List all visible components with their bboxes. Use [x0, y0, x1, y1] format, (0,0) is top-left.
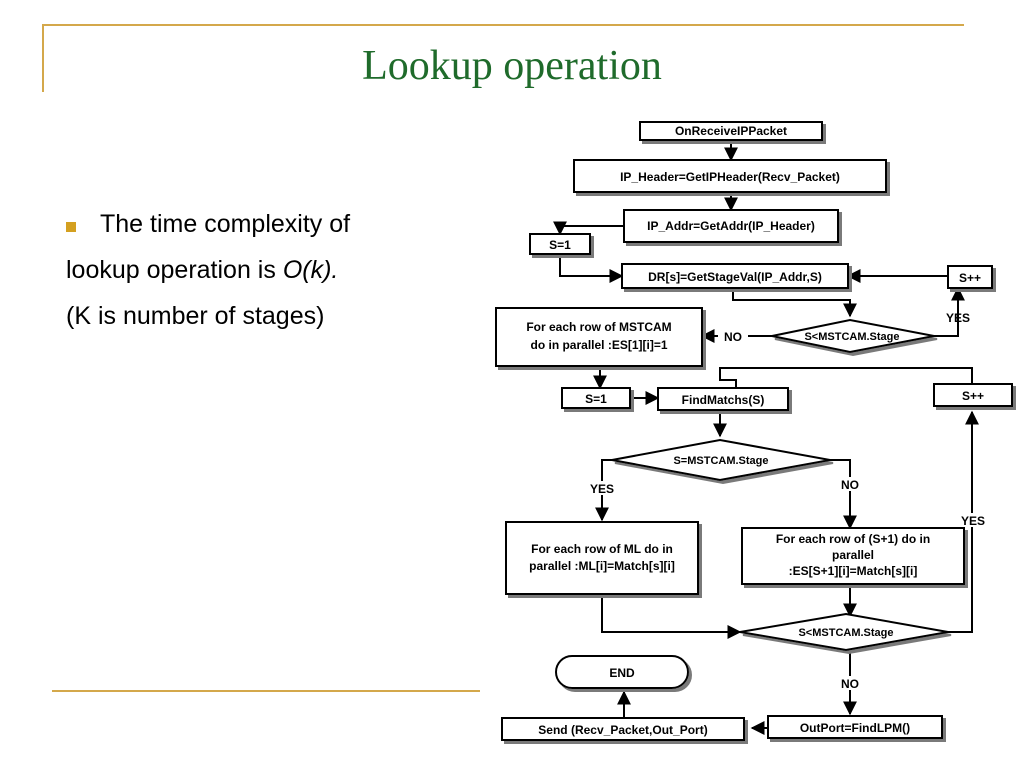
- label-bg-no-2: [838, 477, 862, 491]
- box-on-receive: [639, 121, 823, 141]
- arrow-ml-to-decision3: [601, 594, 742, 639]
- box-ml-parallel: [505, 521, 699, 595]
- text-s-inc-1: S++: [959, 271, 981, 285]
- terminal-end: [555, 655, 689, 689]
- text-on-receive: OnReceiveIPPacket: [675, 124, 787, 138]
- text-find-matchs: FindMatchs(S): [682, 393, 765, 407]
- frame-top-rule: [42, 24, 964, 26]
- label-yes-2: YES: [590, 482, 614, 496]
- arrow-stageval-to-decision1: [732, 288, 857, 318]
- frame-left-rule: [42, 24, 44, 92]
- label-yes-3: YES: [961, 514, 985, 528]
- box-s-init-2: [561, 387, 631, 409]
- diamond-decision-2: [611, 438, 831, 482]
- arrow-decision3-yes: [948, 410, 979, 633]
- box-get-stage-val: [621, 263, 849, 289]
- bullet-line-2-prefix: lookup operation is: [66, 256, 283, 284]
- label-bg-yes-2: [586, 481, 620, 495]
- text-get-header: IP_Header=GetIPHeader(Recv_Packet): [620, 170, 840, 184]
- box-out-port: [767, 715, 943, 739]
- text-out-port: OutPort=FindLPM(): [800, 721, 910, 735]
- label-bg-yes-3: [956, 513, 990, 527]
- bullet-line-1: The time complexity of: [100, 210, 351, 238]
- box-s-inc-1: [947, 265, 993, 289]
- arrow-s1-to-stageval: [559, 254, 624, 283]
- label-bg-no-1: [718, 329, 748, 343]
- arrow-sinc2-to-findmatch: [719, 367, 973, 390]
- text-decision-1: S<MSTCAM.Stage: [804, 331, 899, 343]
- label-no-3: NO: [841, 677, 859, 691]
- complexity-math: O(k).: [282, 256, 339, 284]
- bullet-line-3: (K is number of stages): [66, 302, 325, 330]
- text-mstcam-line-1: For each row of MSTCAM: [526, 320, 671, 334]
- text-es-line-1: For each row of (S+1) do in: [776, 532, 930, 546]
- text-mstcam-line-2: do in parallel :ES[1][i]=1: [530, 338, 667, 352]
- text-s-init-2: S=1: [585, 392, 607, 406]
- text-s-init-1: S=1: [549, 238, 571, 252]
- text-es-line-3: :ES[S+1][i]=Match[s][i]: [789, 564, 918, 578]
- label-yes-1: YES: [946, 311, 970, 325]
- flow-boxes: [495, 121, 1013, 741]
- flow-edge-labels: NO YES YES NO YES NO: [586, 311, 990, 691]
- text-get-stage-val: DR[s]=GetStageVal(IP_Addr,S): [648, 270, 822, 284]
- arrow-decision1-yes: [934, 286, 965, 337]
- bullet-line-2: lookup operation is O(k).: [66, 256, 338, 285]
- text-ml-line-1: For each row of ML do in: [531, 542, 673, 556]
- box-get-header: [573, 159, 887, 193]
- text-es-line-2: parallel: [832, 548, 874, 562]
- box-send: [501, 717, 745, 741]
- text-send: Send (Recv_Packet,Out_Port): [538, 723, 707, 737]
- text-end: END: [609, 666, 635, 680]
- flow-decisions: [555, 318, 949, 689]
- arrow-addr-to-s1: [553, 221, 624, 236]
- text-get-addr: IP_Addr=GetAddr(IP_Header): [647, 219, 815, 233]
- box-get-addr: [623, 209, 839, 243]
- diamond-decision-1: [771, 318, 935, 354]
- text-decision-2: S=MSTCAM.Stage: [673, 455, 768, 467]
- text-ml-line-2: parallel :ML[i]=Match[s][i]: [529, 559, 675, 573]
- bullet-square-icon: [66, 222, 76, 232]
- label-bg-no-3: [838, 676, 862, 690]
- frame-bottom-rule: [52, 690, 480, 692]
- text-s-inc-2: S++: [962, 389, 984, 403]
- label-no-1: NO: [724, 330, 742, 344]
- box-mstcam-parallel: [495, 307, 703, 367]
- box-s-inc-2: [933, 383, 1013, 407]
- slide-title: Lookup operation: [362, 43, 662, 89]
- label-no-2: NO: [841, 478, 859, 492]
- arrow-decision2-yes: [595, 459, 612, 522]
- box-es-parallel: [741, 527, 965, 585]
- diamond-decision-3: [739, 612, 949, 652]
- box-find-matchs: [657, 387, 789, 411]
- arrow-decision2-no: [830, 459, 857, 530]
- box-s-init-1: [529, 233, 591, 255]
- text-decision-3: S<MSTCAM.Stage: [798, 627, 893, 639]
- flow-node-texts: OnReceiveIPPacket IP_Header=GetIPHeader(…: [526, 124, 984, 737]
